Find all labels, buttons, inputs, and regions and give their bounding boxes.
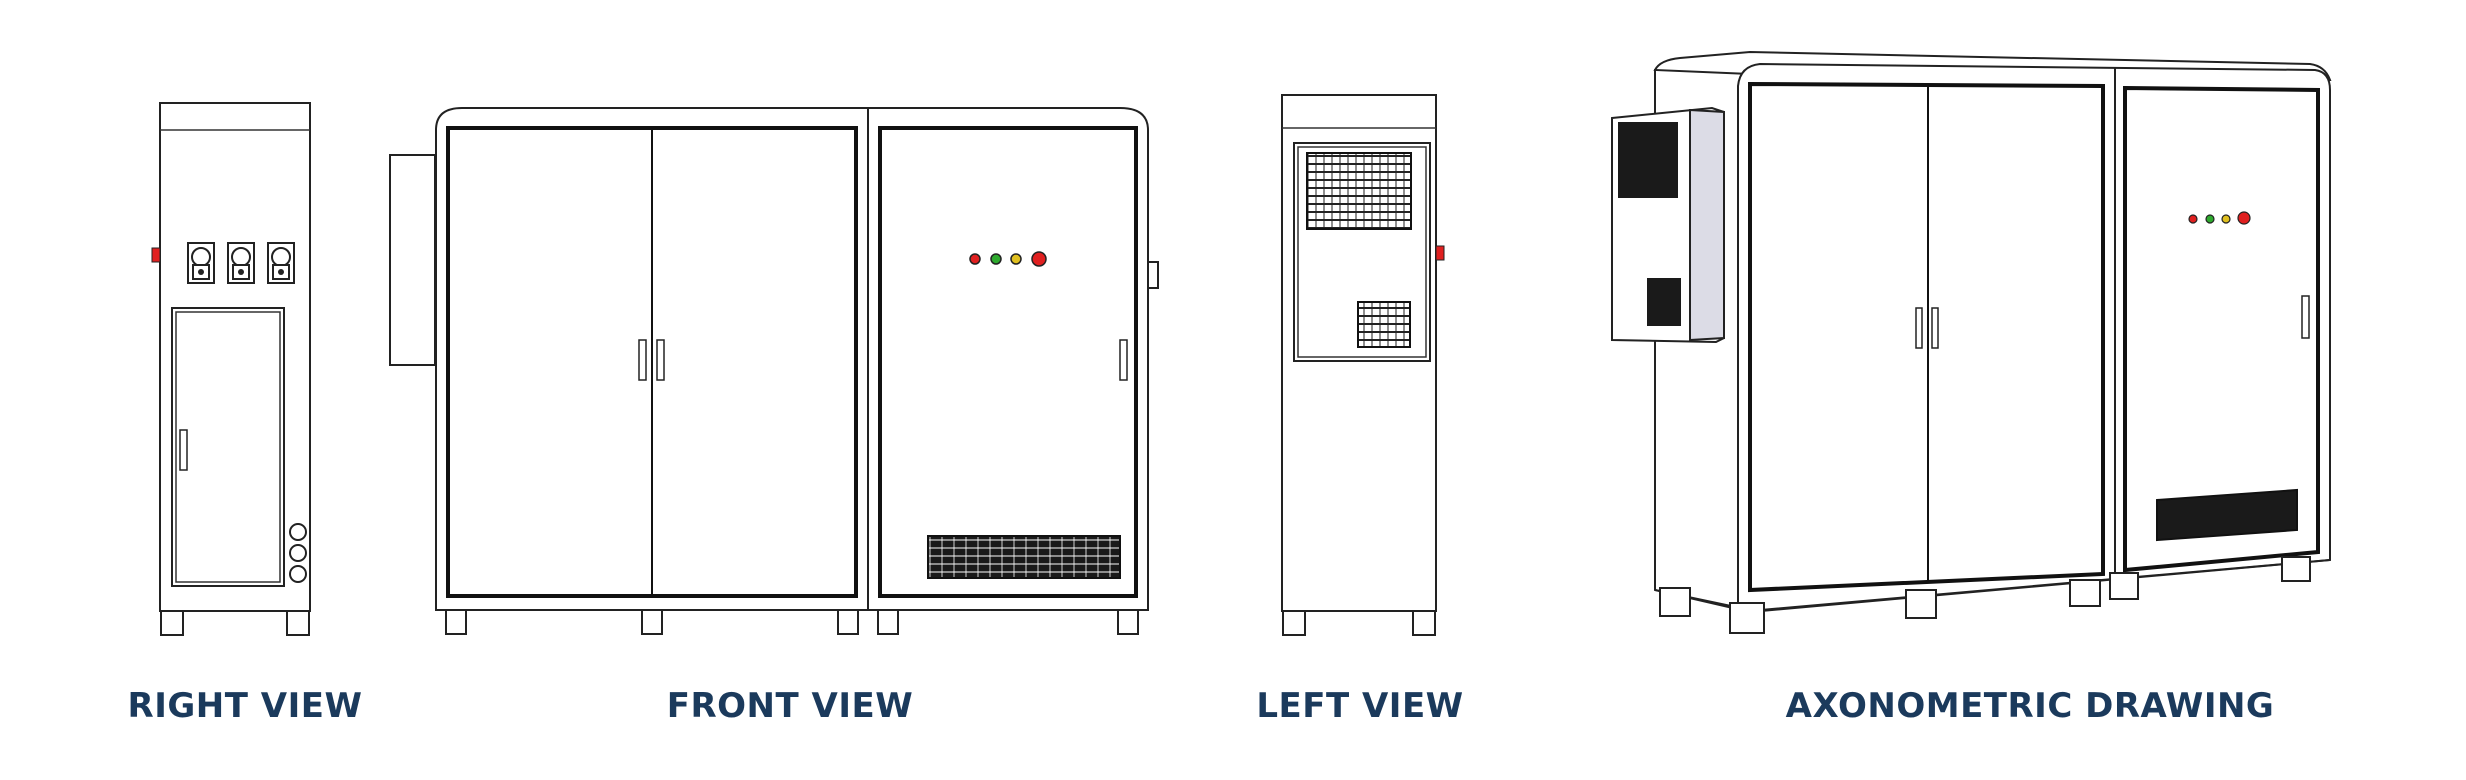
door-handle-left bbox=[638, 339, 647, 381]
left-view-drawing bbox=[1281, 94, 1445, 636]
door-handle-right bbox=[656, 339, 665, 381]
power-sockets bbox=[187, 242, 295, 284]
door-handle bbox=[179, 429, 188, 471]
side-indicator-light bbox=[151, 247, 161, 263]
ac-fan-vent-bottom bbox=[1647, 278, 1681, 326]
front-view-label: FRONT VIEW bbox=[666, 686, 914, 726]
door-handle bbox=[1119, 339, 1128, 381]
vent-grille bbox=[927, 535, 1121, 579]
ac-vent-bottom bbox=[1357, 301, 1411, 348]
front-view-drawing bbox=[389, 107, 1159, 635]
ac-side-panel bbox=[1689, 108, 1725, 342]
axonometric-indicator-lights bbox=[2188, 211, 2251, 225]
ac-fan-vent-top bbox=[1618, 122, 1678, 198]
indicator-lights bbox=[969, 251, 1047, 267]
axonometric-drawing bbox=[1611, 50, 2332, 634]
axonometric-vent-grille bbox=[2156, 488, 2298, 542]
right-view-label: RIGHT VIEW bbox=[127, 686, 363, 726]
right-view-drawing bbox=[151, 102, 311, 636]
ac-vent-top bbox=[1306, 152, 1412, 230]
axonometric-drawing-label: AXONOMETRIC DRAWING bbox=[1785, 686, 2275, 726]
side-indicator-light bbox=[1435, 245, 1445, 261]
left-view-label: LEFT VIEW bbox=[1256, 686, 1464, 726]
